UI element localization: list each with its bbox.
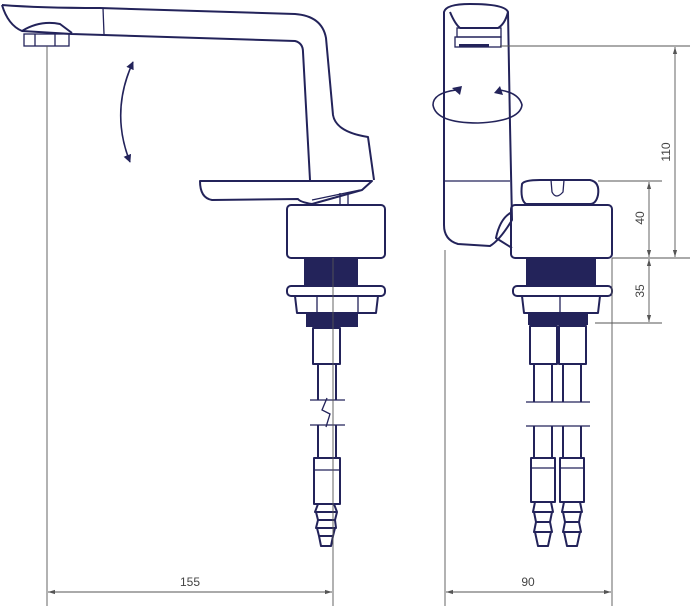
base-body bbox=[286, 204, 386, 259]
lever-handle bbox=[199, 180, 373, 205]
dimension-heights: 110 40 35 bbox=[500, 45, 690, 324]
front-view: 90 110 40 35 bbox=[432, 3, 690, 606]
mounting-thread bbox=[286, 259, 386, 327]
dimension-label-35: 35 bbox=[633, 284, 647, 298]
dimension-label-90: 90 bbox=[521, 575, 535, 589]
dimension-label-155: 155 bbox=[180, 575, 200, 589]
dimension-spout-reach: 155 bbox=[46, 46, 334, 606]
side-handle bbox=[510, 179, 613, 259]
spout bbox=[1, 4, 375, 181]
front-mounting-thread bbox=[512, 259, 613, 325]
supply-hose bbox=[310, 327, 345, 547]
spout-column bbox=[443, 3, 513, 249]
side-view: 155 bbox=[1, 4, 386, 606]
dimension-body-width: 90 bbox=[444, 250, 613, 606]
swivel-arrow-icon bbox=[119, 61, 134, 163]
dimension-label-110: 110 bbox=[659, 142, 673, 161]
dimension-label-40: 40 bbox=[633, 211, 647, 225]
front-supply-hoses bbox=[526, 325, 590, 547]
rotation-arrow-icon bbox=[432, 86, 523, 124]
